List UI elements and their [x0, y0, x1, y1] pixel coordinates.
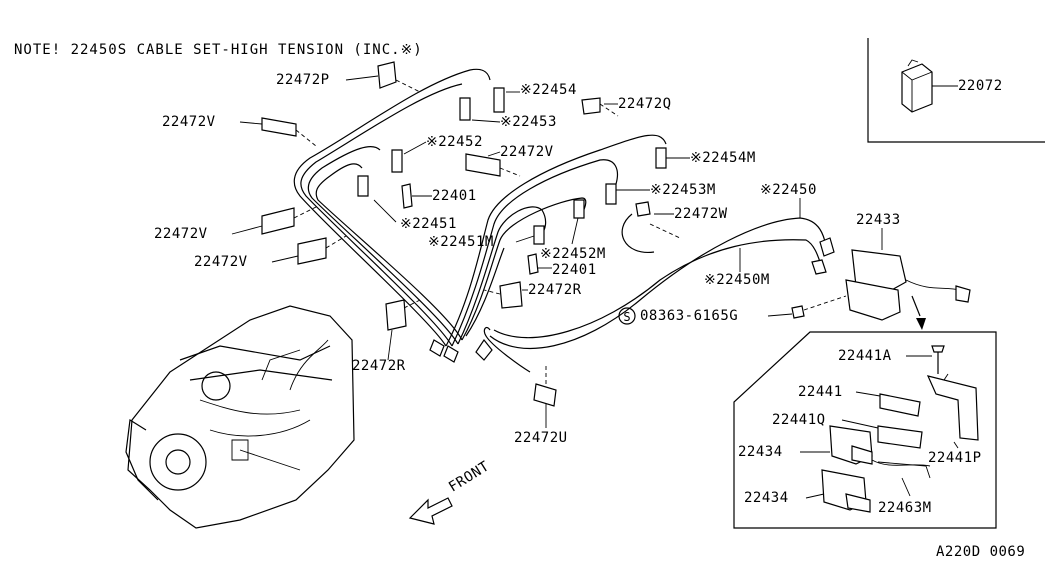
bracket-22441Q-shape — [877, 425, 923, 449]
circle-s-symbol: S — [618, 307, 636, 325]
label-22401-b: 22401 — [552, 262, 597, 278]
label-22450: ※22450 — [760, 182, 817, 198]
coil-22434-upper-shape — [829, 425, 931, 467]
label-22472Q: 22472Q — [618, 96, 672, 112]
label-22472P: 22472P — [276, 72, 330, 88]
label-22472W: 22472W — [674, 206, 728, 222]
label-22472U: 22472U — [514, 430, 568, 446]
engine-block-shape — [125, 305, 355, 529]
label-22451M: ※22451M — [428, 234, 494, 250]
label-22441A: 22441A — [838, 348, 892, 364]
label-08363-6165G: 08363-6165G — [640, 308, 739, 324]
label-22450M: ※22450M — [704, 272, 770, 288]
bracket-22441-shape — [879, 393, 921, 417]
label-22441P: 22441P — [928, 450, 982, 466]
label-22452: ※22452 — [426, 134, 483, 150]
label-22434-b: 22434 — [744, 490, 789, 506]
label-22451: ※22451 — [400, 216, 457, 232]
leader-lines — [231, 75, 801, 428]
coil-22434-lower-shape — [821, 469, 871, 513]
label-22472R-a: 22472R — [528, 282, 582, 298]
bolt-08363-shape — [767, 295, 847, 319]
detail-arrow — [911, 295, 926, 330]
bracket-22441P-shape — [926, 373, 979, 441]
note-text: NOTE! 22450S CABLE SET-HIGH TENSION (INC… — [14, 42, 423, 58]
cable-bundle — [293, 68, 835, 373]
inset-box-22072 — [867, 38, 1045, 143]
label-22472V-b: 22472V — [500, 144, 554, 160]
label-22072: 22072 — [958, 78, 1003, 94]
circle-s-text: S — [623, 310, 630, 324]
bolt-22441A-shape — [931, 345, 945, 374]
label-22454M: ※22454M — [690, 150, 756, 166]
label-22463M: 22463M — [878, 500, 932, 516]
front-arrow — [408, 497, 453, 525]
label-22401-a: 22401 — [432, 188, 477, 204]
label-22434-a: 22434 — [738, 444, 783, 460]
label-22472R-b: 22472R — [352, 358, 406, 374]
label-22452M: ※22452M — [540, 246, 606, 262]
label-22433: 22433 — [856, 212, 901, 228]
inset-box-coils — [733, 331, 997, 529]
label-22441: 22441 — [798, 384, 843, 400]
label-22441Q: 22441Q — [772, 412, 826, 428]
coil-assembly-22433-shape — [845, 228, 971, 321]
label-22472V-d: 22472V — [194, 254, 248, 270]
clip-shapes — [261, 61, 681, 407]
label-22472V-a: 22472V — [162, 114, 216, 130]
spark-plug-22401-shapes — [401, 183, 539, 275]
label-22453: ※22453 — [500, 114, 557, 130]
label-22454: ※22454 — [520, 82, 577, 98]
figure-code: A220D 0069 — [936, 544, 1026, 560]
label-22472V-c: 22472V — [154, 226, 208, 242]
relay-22072-shape — [901, 59, 933, 113]
harness-22463M-shape — [877, 461, 931, 479]
label-22453M: ※22453M — [650, 182, 716, 198]
